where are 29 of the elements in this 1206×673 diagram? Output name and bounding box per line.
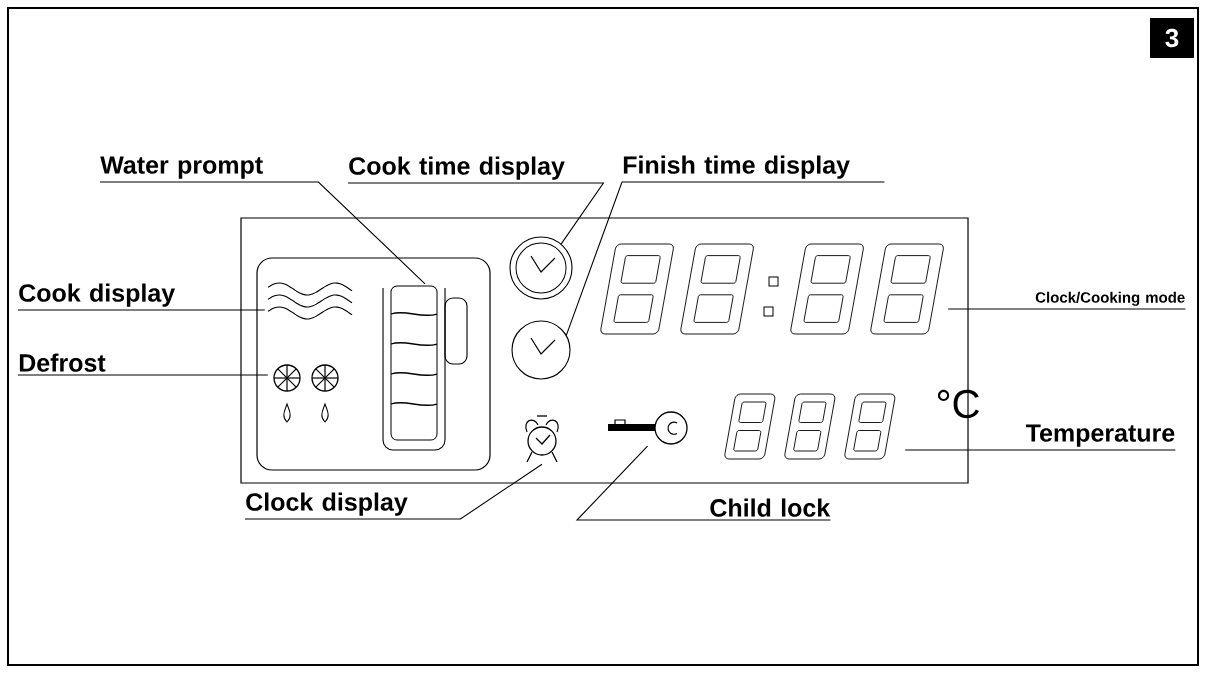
leader-line [565, 181, 885, 336]
seven-segment-digits [724, 393, 896, 460]
callout-label: Clock/Cooking mode [1035, 291, 1185, 306]
leader-line [904, 449, 1176, 451]
leader-line [575, 445, 831, 521]
callout-label: Finish time display [623, 155, 850, 179]
rounded-box [256, 257, 491, 471]
leader-line [17, 309, 266, 311]
number-badge: 3 [1150, 18, 1194, 58]
leader-line [947, 308, 1186, 310]
callout-label: Child lock [710, 498, 831, 517]
key-icon [608, 411, 688, 445]
snowflake-icon [273, 364, 339, 423]
callout-label: Water prompt [100, 156, 263, 179]
clock-icon [509, 236, 573, 300]
leader-line [347, 182, 605, 245]
callout-label: Clock display [246, 492, 408, 516]
alarm-clock-icon [525, 415, 559, 463]
jug-icon [382, 285, 468, 451]
leader-line [99, 181, 426, 285]
clock-icon [511, 320, 571, 380]
callout-label: Defrost [19, 353, 106, 372]
leader-line [244, 463, 543, 520]
callout-label: Temperature [1025, 424, 1175, 447]
leader-line [17, 374, 269, 376]
waves-icon [267, 282, 353, 320]
seven-segment-digits [600, 243, 944, 335]
callout-label: Cook time display [349, 156, 565, 180]
callout-label: Cook display [19, 283, 176, 307]
